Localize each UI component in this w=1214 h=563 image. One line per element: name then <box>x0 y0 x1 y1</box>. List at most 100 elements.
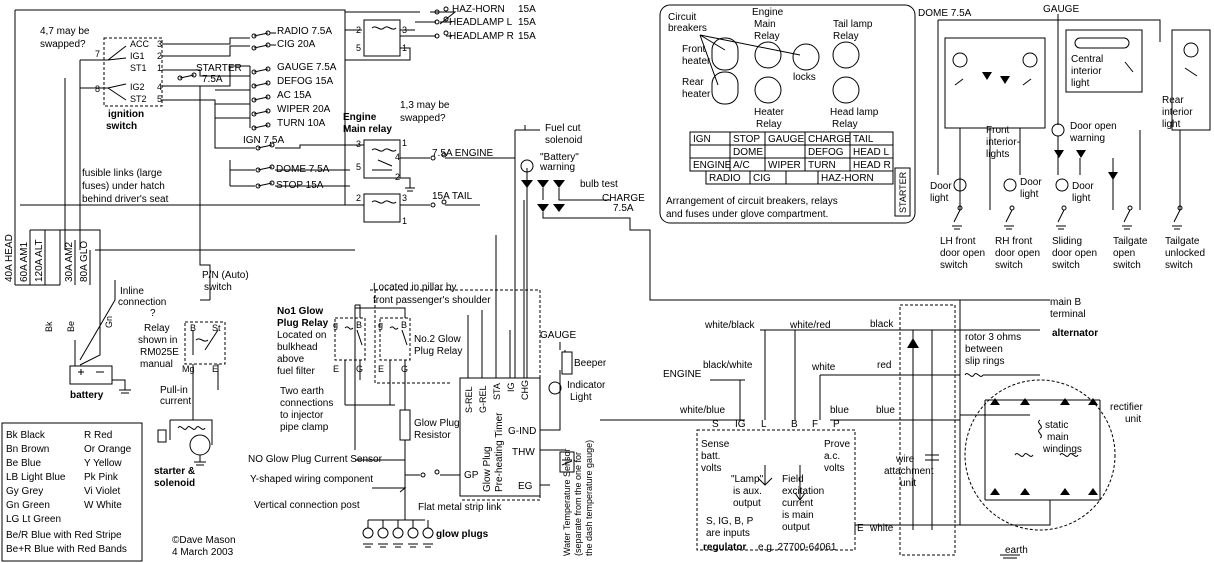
gb-heater-relay-2: Relay <box>756 119 782 130</box>
stator-label-2: main <box>1047 432 1069 443</box>
legend-item: R Red <box>84 430 112 441</box>
fuel-cut-label-1: Fuel cut <box>545 123 581 134</box>
no1-relay-pin-g: g <box>333 320 338 330</box>
rear-light-label-1: Rear <box>1162 95 1184 106</box>
fusible-am1: 60A AM1 <box>19 242 30 282</box>
timer-name-2: Pre-heating Timer <box>494 412 505 492</box>
svg-text:2: 2 <box>356 25 361 35</box>
no1-relay-loc-2: bulkhead <box>277 342 318 353</box>
ignition-swap-note-1: 4,7 may be <box>40 26 90 37</box>
tail-relay-pin-2: 2 <box>356 193 361 203</box>
rectifier-diode <box>990 488 1000 495</box>
glow-plug <box>407 520 419 548</box>
pn-switch-label-2: switch <box>204 282 232 293</box>
reg-pin-s: S <box>712 419 719 430</box>
credit-author: ©Dave Mason <box>172 535 236 546</box>
gb-table-cell: DEFOG <box>808 147 844 158</box>
wire-black-white: black/white <box>703 360 753 371</box>
gb-table-cell: RADIO <box>709 173 741 184</box>
glow-plug-resistor <box>399 409 411 441</box>
earth-label: earth <box>1005 545 1028 556</box>
fuse-dome: DOME 7.5A <box>276 164 330 175</box>
pillar-note-1: Located in pillar by <box>373 282 456 293</box>
lh-switch-2: door open <box>940 248 985 259</box>
earth-note-4: pipe clamp <box>280 422 329 433</box>
fuse-haz-horn: HAZ-HORN <box>452 4 505 15</box>
wire-unit-label-1: wire <box>895 454 915 465</box>
gb-caption-1: Arrangement of circuit breakers, relays <box>666 196 838 207</box>
rear-light-label-3: light <box>1162 119 1181 130</box>
regulator-part-number: e.g. 27700-64061 <box>758 542 837 553</box>
gb-engine-main-2: Main <box>754 19 776 30</box>
gb-table-cell: CIG <box>753 173 771 184</box>
rectifier-diode <box>1020 488 1030 495</box>
tail-relay-pin-1: 1 <box>402 216 407 226</box>
field-label-4: is main <box>782 510 814 521</box>
fusible-alt: 120A ALT <box>34 239 45 282</box>
gb-table-cell: HEAD L <box>853 147 890 158</box>
gb-table-cell: IGN <box>693 134 711 145</box>
wire-red: red <box>877 360 891 371</box>
gb-table-cell: ENGINE <box>693 160 732 171</box>
gb-circuit-breakers-2: breakers <box>668 23 707 34</box>
water-temp-sensor <box>559 451 575 473</box>
rear-interior-light-box <box>1171 29 1211 131</box>
fuse-haz-horn-rating: 15A <box>518 4 536 15</box>
beeper-label: Beeper <box>574 358 607 369</box>
tailgate-open-switch-1: Tailgate <box>1113 236 1148 247</box>
relay-swap-note-1: 1,3 may be <box>400 100 450 111</box>
front-lights-label-3: lights <box>986 149 1009 160</box>
rectifier-diode <box>1020 398 1030 405</box>
gb-tail-lamp-1: Tail lamp <box>833 19 873 30</box>
rectifier-label-2: unit <box>1125 414 1141 425</box>
earth-note-1: Two earth <box>280 386 324 397</box>
tailgate-open-switch-3: switch <box>1113 260 1141 271</box>
ign-ig2-label: IG2 <box>130 82 145 92</box>
charge-fuse-label: CHARGE <box>602 193 645 204</box>
gb-table-cell: CHARGE <box>808 134 851 145</box>
timer-g-ind: G-IND <box>508 426 536 437</box>
field-label-3: current <box>782 498 813 509</box>
preheating-timer <box>459 377 541 497</box>
current-sensor-label: NO Glow Plug Current Sensor <box>248 454 383 465</box>
inline-connection-2: connection <box>118 297 166 308</box>
prove-label-1: Prove <box>824 439 851 450</box>
wire-black: black <box>870 319 894 330</box>
rectifier-unit <box>964 379 1116 531</box>
field-label-5: output <box>782 522 810 533</box>
relay-e-label: E <box>212 364 218 374</box>
door-warning-label-1: Door open <box>1070 121 1117 132</box>
reg-pin-f: F <box>812 419 818 430</box>
gb-table-cell: HAZ-HORN <box>821 173 874 184</box>
ign-pin-7: 7 <box>95 49 100 59</box>
central-light-label-2: interior <box>1071 66 1102 77</box>
int-dome-fuse: DOME 7.5A <box>918 8 972 19</box>
battery-warning-lamp <box>520 159 534 173</box>
earth-note-2: connections <box>280 398 333 409</box>
no1-relay-loc-3: above <box>277 354 305 365</box>
ign-pin-3: 3 <box>157 39 162 49</box>
pn-switch-label-1: P/N (Auto) <box>202 270 249 281</box>
legend-item: LB Light Blue <box>6 472 66 483</box>
prove-label-3: volts <box>824 463 845 474</box>
fuse-radio: RADIO 7.5A <box>277 26 332 37</box>
fuse-ign: IGN 7.5A <box>243 135 284 146</box>
sense-label-3: volts <box>701 463 722 474</box>
bulb-test-label: bulb test <box>580 179 618 190</box>
svg-text:3: 3 <box>402 25 407 35</box>
tail-lamp-relay <box>363 193 401 223</box>
ign-pin-1: 1 <box>157 63 162 73</box>
legend-item: LG Lt Green <box>6 514 61 525</box>
wire-gn-label: Gn <box>104 316 114 328</box>
lh-switch-3: switch <box>940 260 968 271</box>
rectifier-diode <box>1088 488 1098 495</box>
timer-srel: S-REL <box>464 386 474 413</box>
gb-table-cell: TAIL <box>853 134 874 145</box>
timer-thw: THW <box>512 447 535 458</box>
door-switch <box>952 205 963 230</box>
front-lights-label-1: Front <box>986 125 1010 136</box>
rh-switch-1: RH front <box>995 236 1032 247</box>
gb-tail-lamp-2: Relay <box>833 31 859 42</box>
